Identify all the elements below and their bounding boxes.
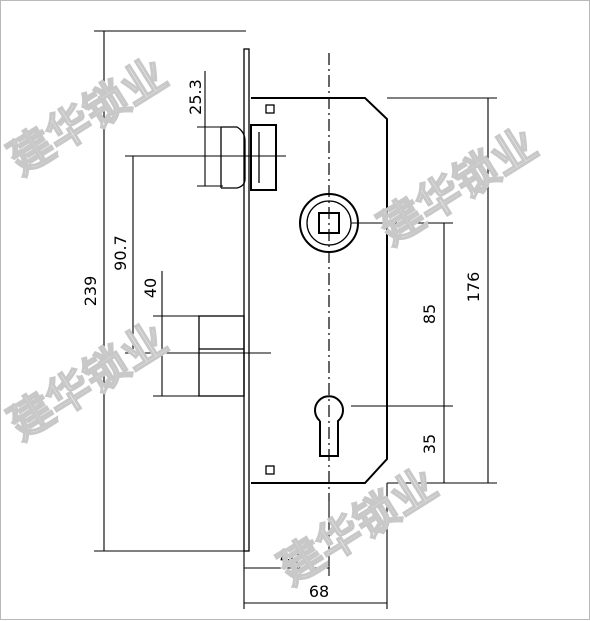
dim-text-40-deadbolt: 40 [141,278,160,298]
watermark-text: 建华锁业 [1,314,176,451]
watermark-text: 建华锁业 [370,119,546,256]
dim-forend-to-center: 90.7 [111,155,286,354]
watermark-text: 建华锁业 [1,49,176,186]
dim-text-176: 176 [464,272,483,303]
case-hole-top [265,104,275,114]
dim-text-40-backset: 40 [280,548,300,567]
dim-text-25-3: 25.3 [186,79,205,115]
cylinder-hole [314,395,344,457]
dim-text-85: 85 [420,304,439,324]
dim-body-height: 176 [387,97,497,484]
deadbolt [198,315,245,397]
dim-text-90-7: 90.7 [111,235,130,271]
dim-text-35: 35 [420,434,439,454]
case-hole-bottom [265,465,275,475]
dim-deadbolt-width: 40 [141,271,201,397]
dim-text-68: 68 [309,582,329,601]
lock-case [251,97,388,484]
watermark-text: 建华锁业 [270,459,446,596]
dim-backset: 40 [243,483,388,609]
dim-center-distance: 85 [351,222,453,407]
latch-bolt [220,124,277,191]
watermark-group: 建华锁业 建华锁业 建华锁业 建华锁业 [1,48,547,596]
dim-body-depth: 68 [244,582,387,604]
dim-overall-height: 239 [81,30,246,552]
dim-text-239: 239 [81,276,100,307]
dim-latch-width: 25.3 [186,71,223,187]
forend-plate [243,48,250,552]
